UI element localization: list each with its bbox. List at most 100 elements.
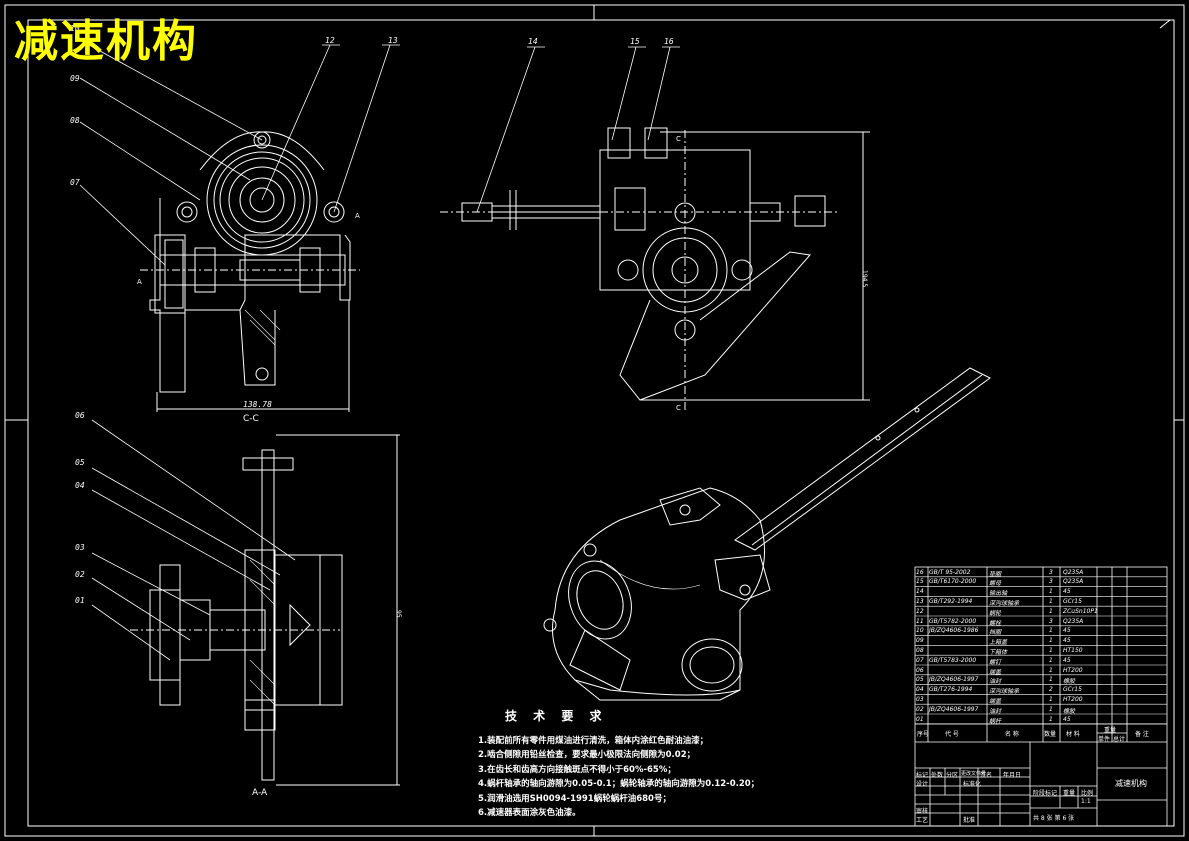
parts-cell-code: GB/T276-1994 bbox=[929, 686, 973, 694]
title-stamp: 减速机构 bbox=[14, 16, 198, 67]
tech-requirement-item: 2.啮合侧隙用铅丝检查，要求最小极限法向侧隙为0.02； bbox=[478, 750, 696, 761]
parts-cell-name: 蜗杆 bbox=[989, 717, 1002, 725]
parts-cell-mat: GCr15 bbox=[1063, 597, 1082, 605]
parts-cell-name: 螺栓 bbox=[989, 619, 1002, 627]
tb-change-doc: 更改文件号 bbox=[961, 771, 987, 777]
parts-cell-name: 蜗轮 bbox=[989, 609, 1002, 617]
tb-approve: 批准 bbox=[963, 817, 976, 824]
parts-cell-qty: 1 bbox=[1049, 588, 1053, 596]
section-marker-a-left: A bbox=[137, 278, 142, 286]
tech-requirement-item: 5.润滑油选用SH0094-1991蜗轮蜗杆油680号； bbox=[478, 793, 671, 804]
leader-lines-aa bbox=[91, 419, 296, 661]
parts-cell-name: 垫圈 bbox=[989, 570, 1002, 578]
parts-cell-no: 12 bbox=[916, 607, 924, 615]
leader-lines-top bbox=[79, 39, 400, 266]
parts-cell-mat: GCr15 bbox=[1063, 686, 1082, 694]
aa-section-view bbox=[130, 434, 400, 786]
parts-cell-no: 07 bbox=[916, 656, 924, 664]
section-marker-c-bottom: C bbox=[676, 404, 681, 412]
leader-lines-side bbox=[476, 46, 680, 213]
header-material: 材 料 bbox=[1066, 731, 1080, 738]
balloon-14: 14 bbox=[528, 37, 538, 46]
parts-cell-qty: 1 bbox=[1049, 666, 1053, 674]
tb-zone: 分区 bbox=[946, 772, 959, 779]
balloon-07: 07 bbox=[70, 178, 80, 187]
dim-height-right: 194.5 bbox=[861, 270, 868, 287]
parts-cell-mat: HT200 bbox=[1063, 666, 1083, 674]
tech-requirements-heading: 技 术 要 求 bbox=[505, 709, 608, 723]
parts-cell-code: GB/T292-1994 bbox=[929, 597, 973, 605]
header-weight: 重量 bbox=[1104, 727, 1117, 734]
tech-requirement-item: 3.在齿长和齿高方向接触斑点不得小于60%-65%； bbox=[478, 764, 676, 775]
parts-cell-no: 11 bbox=[916, 617, 924, 625]
parts-cell-name: 端盖 bbox=[989, 697, 1002, 705]
balloon-09: 09 bbox=[70, 74, 80, 83]
tb-review: 审核 bbox=[916, 808, 929, 815]
tech-requirement-item: 1.装配前所有零件用煤油进行清洗，箱体内涂红色耐油油漆； bbox=[478, 736, 709, 746]
balloon-08: 08 bbox=[70, 116, 80, 125]
parts-cell-no: 05 bbox=[916, 676, 924, 684]
section-marker-a-right: A bbox=[355, 212, 360, 220]
tb-scale-value: 1:1 bbox=[1081, 798, 1091, 805]
parts-cell-qty: 1 bbox=[1049, 705, 1053, 713]
cc-section-view bbox=[140, 131, 360, 412]
parts-cell-no: 09 bbox=[916, 637, 924, 645]
parts-cell-name: 下箱体 bbox=[989, 648, 1008, 656]
parts-cell-code: JB/ZQ4606-1997 bbox=[929, 705, 979, 713]
parts-cell-mat: 45 bbox=[1063, 715, 1071, 723]
dim-width-cc: 138.78 bbox=[243, 400, 272, 409]
parts-cell-no: 02 bbox=[916, 705, 924, 713]
parts-cell-name: 深沟球轴承 bbox=[989, 599, 1020, 607]
parts-cell-name: 螺母 bbox=[989, 580, 1002, 588]
header-code: 代 号 bbox=[945, 731, 959, 738]
parts-cell-code: GB/T6170-2000 bbox=[929, 578, 977, 586]
balloon-10: 10 bbox=[70, 24, 80, 33]
balloon-03: 03 bbox=[75, 543, 85, 552]
drawing-frame bbox=[4, 4, 1185, 837]
parts-cell-no: 04 bbox=[916, 686, 924, 694]
header-note: 备 注 bbox=[1135, 731, 1149, 738]
parts-cell-mat: HT150 bbox=[1063, 646, 1083, 654]
balloon-13: 13 bbox=[388, 36, 398, 45]
parts-cell-qty: 1 bbox=[1049, 607, 1053, 615]
tb-sign: 签名 bbox=[980, 772, 993, 779]
parts-cell-mat: ZCuSn10P1 bbox=[1063, 607, 1098, 615]
balloon-02: 02 bbox=[75, 570, 85, 579]
parts-cell-mat: 45 bbox=[1063, 656, 1071, 664]
section-label-aa: A-A bbox=[252, 788, 268, 798]
parts-cell-mat: 橡胶 bbox=[1063, 707, 1076, 715]
parts-cell-no: 06 bbox=[916, 666, 924, 674]
parts-cell-name: 上箱盖 bbox=[989, 639, 1008, 647]
parts-cell-name: 螺钉 bbox=[989, 658, 1002, 666]
parts-cell-mat: Q235A bbox=[1063, 568, 1084, 576]
tech-requirement-item: 4.蜗杆轴承的轴向游隙为0.05-0.1；蜗轮轴承的轴向游隙为0.12-0.20… bbox=[478, 779, 760, 790]
balloon-15: 15 bbox=[630, 37, 640, 46]
parts-cell-qty: 3 bbox=[1049, 617, 1053, 625]
parts-cell-qty: 1 bbox=[1049, 676, 1053, 684]
parts-cell-qty: 1 bbox=[1049, 597, 1053, 605]
parts-cell-no: 03 bbox=[916, 695, 924, 703]
parts-cell-mat: 45 bbox=[1063, 588, 1071, 596]
side-view bbox=[440, 127, 870, 410]
header-name: 名 称 bbox=[1005, 731, 1019, 738]
header-total: 总计 bbox=[1113, 736, 1126, 743]
parts-cell-qty: 1 bbox=[1049, 637, 1053, 645]
balloon-04: 04 bbox=[75, 481, 85, 490]
parts-cell-no: 01 bbox=[916, 715, 924, 723]
parts-cell-no: 14 bbox=[916, 588, 924, 596]
parts-cell-mat: Q235A bbox=[1063, 578, 1084, 586]
tech-requirement-item: 6.减速器表面涂灰色油漆。 bbox=[478, 808, 581, 819]
tb-sheet: 共 8 张 第 6 张 bbox=[1033, 815, 1075, 822]
tech-requirements-list: 1.装配前所有零件用煤油进行清洗，箱体内涂红色耐油油漆； 2.啮合侧隙用铅丝检查… bbox=[478, 734, 759, 820]
parts-cell-mat: 45 bbox=[1063, 627, 1071, 635]
parts-cell-no: 13 bbox=[916, 597, 924, 605]
parts-cell-no: 15 bbox=[916, 578, 924, 586]
header-qty: 数量 bbox=[1044, 731, 1057, 738]
section-label-cc: C-C bbox=[243, 414, 259, 424]
tb-mark: 标记 bbox=[916, 772, 929, 779]
tb-stage-mark: 阶段标记 bbox=[1033, 790, 1058, 797]
parts-cell-no: 10 bbox=[916, 627, 924, 635]
isometric-view bbox=[543, 367, 991, 701]
parts-cell-no: 16 bbox=[916, 568, 924, 576]
